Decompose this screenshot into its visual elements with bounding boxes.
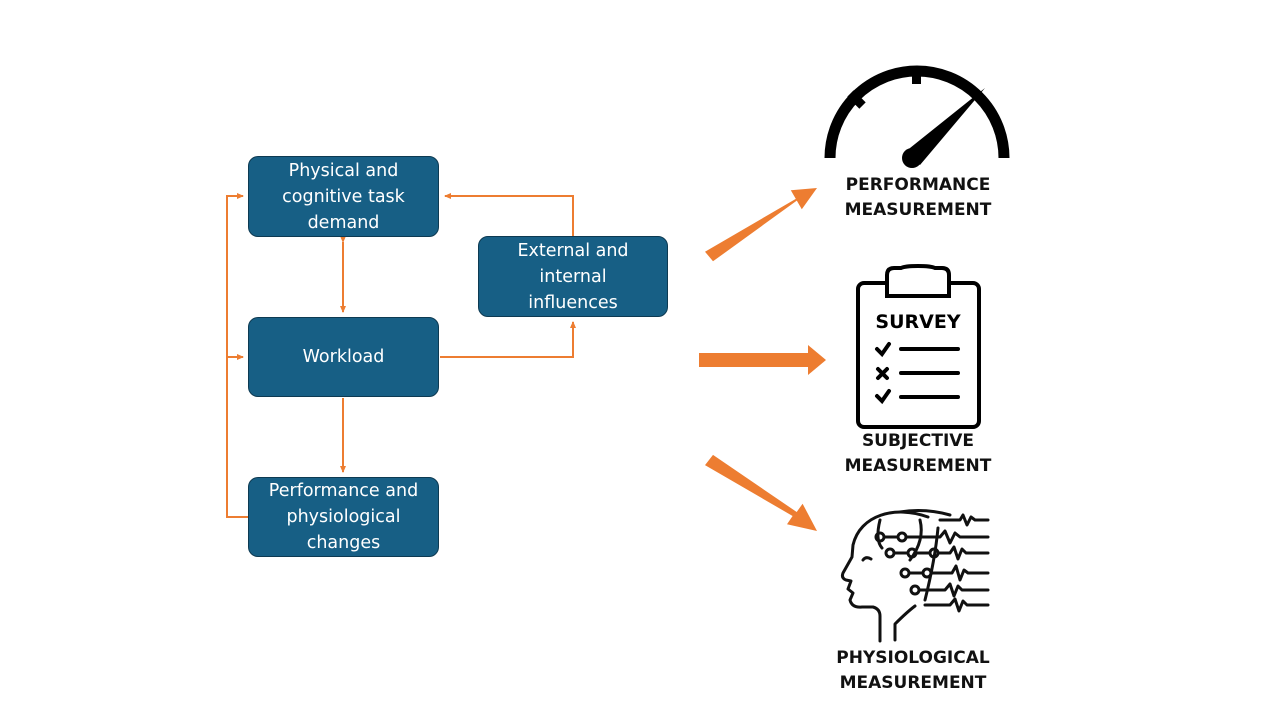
box-external-line-2: internal xyxy=(539,266,607,287)
performance-label-line-1: PERFORMANCE xyxy=(845,175,991,195)
physiological-measurement-label: PHYSIOLOGICAL MEASUREMENT xyxy=(803,646,1023,696)
survey-title: SURVEY xyxy=(875,311,960,333)
connectors xyxy=(226,193,576,518)
physiological-label-line-1: PHYSIOLOGICAL xyxy=(836,648,990,668)
box-workload: Workload xyxy=(248,317,439,397)
box-changes-line-2: physiological xyxy=(286,507,401,527)
box-external-line-3: influences xyxy=(528,292,618,313)
box-task-demand-line-2: cognitive task xyxy=(282,186,405,207)
box-task-demand-line-3: demand xyxy=(307,212,380,233)
survey-clipboard-icon: SURVEY xyxy=(856,263,981,429)
arrow-to-physiological xyxy=(705,454,817,531)
speedometer-icon xyxy=(824,65,1010,168)
box-external-line-1: External and xyxy=(517,240,629,261)
box-changes-line-1: Performance and xyxy=(268,481,419,501)
big-arrows xyxy=(699,188,826,531)
box-workload-line-1: Workload xyxy=(302,347,385,367)
subjective-measurement-label: SUBJECTIVE MEASUREMENT xyxy=(808,429,1028,479)
connector-external-demand xyxy=(444,193,574,236)
performance-label-line-2: MEASUREMENT xyxy=(844,200,992,220)
connector-workload-external xyxy=(440,321,576,358)
box-task-demand: Physical and cognitive task demand xyxy=(248,156,439,237)
performance-measurement-label: PERFORMANCE MEASUREMENT xyxy=(808,173,1028,223)
box-external-internal-influences: External and internal influences xyxy=(478,236,668,317)
head-brainwave-icon xyxy=(840,509,990,643)
box-changes-line-3: changes xyxy=(306,533,381,553)
box-task-demand-line-1: Physical and xyxy=(288,160,399,181)
subjective-label-line-2: MEASUREMENT xyxy=(844,456,992,476)
box-performance-physiological-changes: Performance and physiological changes xyxy=(248,477,439,557)
subjective-label-line-1: SUBJECTIVE xyxy=(861,431,975,451)
physiological-label-line-2: MEASUREMENT xyxy=(839,673,987,693)
arrow-to-subjective xyxy=(699,345,826,375)
arrow-to-performance xyxy=(705,188,817,262)
